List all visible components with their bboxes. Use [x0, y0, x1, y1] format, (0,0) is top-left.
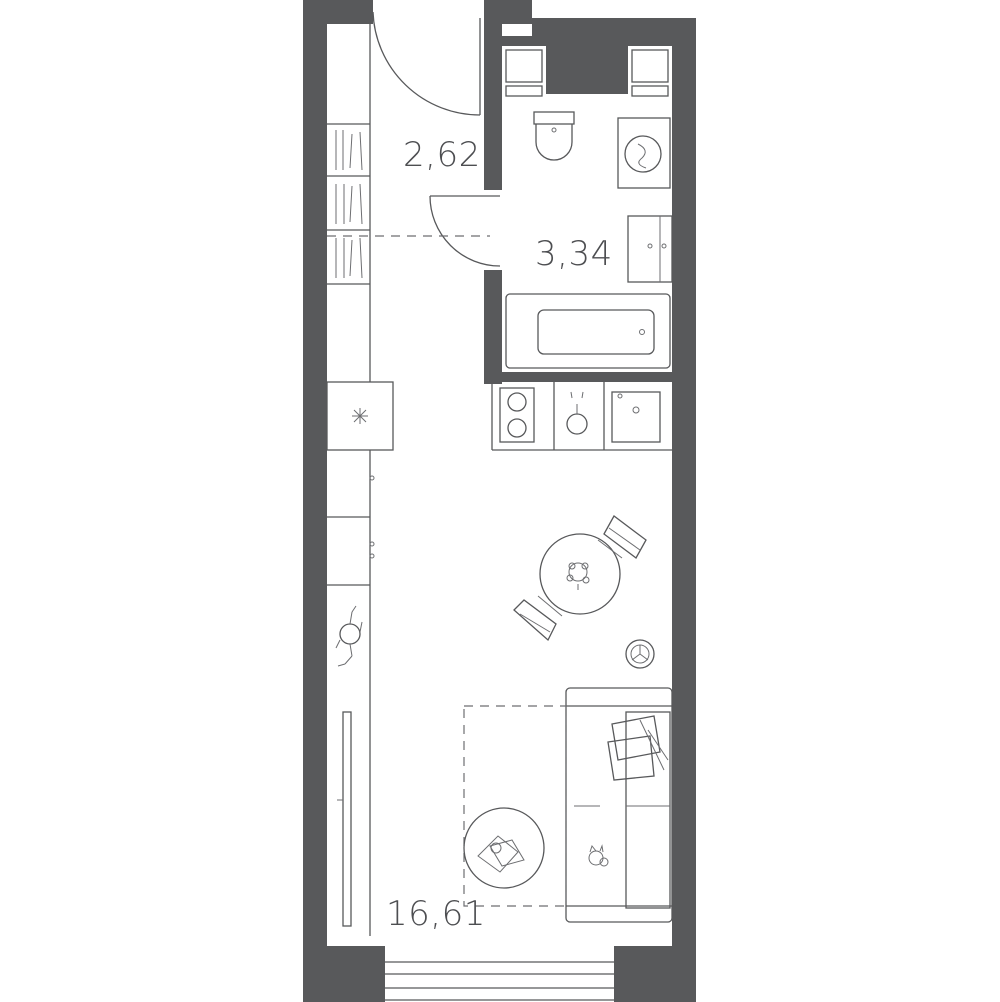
flower-icon [566, 562, 590, 590]
wall-top-left [303, 0, 373, 24]
area-label-hallway: 2,62 [403, 135, 481, 175]
wall-bottom-right [614, 946, 696, 1002]
entry-door[interactable] [372, 11, 481, 116]
left-cabinets [327, 450, 375, 936]
wall-niche [546, 36, 628, 94]
kitchen-sink-icon [611, 391, 661, 443]
pillow-icon [607, 735, 655, 781]
coffee-table [463, 807, 545, 889]
cat-icon [588, 844, 609, 867]
walls [303, 0, 696, 1002]
dining-table [539, 533, 621, 615]
dining-set [513, 515, 647, 642]
cooktop-icon [499, 387, 535, 443]
toilet-icon [533, 111, 575, 161]
balcony-window [385, 961, 614, 1001]
wall-left [303, 0, 327, 1002]
wall-bottom-left [303, 946, 385, 1002]
chair-icon [513, 595, 563, 642]
bathtub-icon [505, 293, 671, 369]
rug [463, 705, 567, 907]
wall-bath-left-lower [484, 270, 502, 384]
bathroom-door[interactable] [429, 195, 501, 267]
wall-right [672, 18, 696, 1002]
wardrobe [327, 22, 371, 382]
chair-icon [597, 515, 647, 559]
kitchen-counter [491, 382, 672, 451]
washing-machine-icon [617, 117, 671, 189]
magazine-icon [477, 835, 525, 873]
fridge [326, 381, 394, 451]
bathroom-fixtures [505, 111, 673, 369]
bath-vents [502, 46, 672, 100]
plant-icon [339, 623, 361, 645]
robot-vacuum-icon [625, 639, 655, 669]
faucet-icon [566, 391, 588, 435]
wall-bath-left-upper [484, 0, 502, 190]
pillow-icon [611, 715, 661, 761]
area-label-living-room: 16,61 [386, 894, 486, 934]
area-label-bathroom: 3,34 [535, 234, 613, 274]
sink-icon [627, 215, 673, 283]
sofa-bed [565, 687, 673, 923]
mirror [342, 711, 352, 927]
wall-bath-bottom [484, 372, 696, 382]
